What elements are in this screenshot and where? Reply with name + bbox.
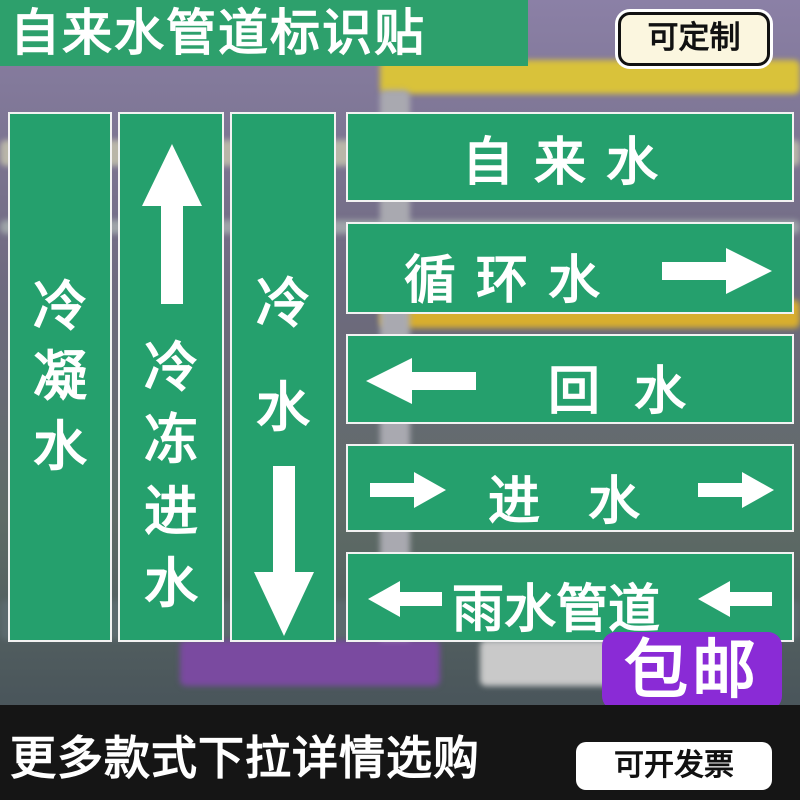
- arrow-down-icon: [254, 466, 314, 636]
- arrow-right-icon: [662, 248, 772, 294]
- arrow-left-icon: [368, 581, 442, 617]
- sign-cold-water: 冷水: [230, 112, 336, 642]
- sign-condensate-label: 冷凝水: [33, 272, 87, 482]
- arrow-left-icon: [366, 358, 476, 404]
- customizable-button[interactable]: 可定制: [618, 12, 770, 66]
- free-shipping-badge: 包邮: [602, 632, 782, 710]
- sign-inlet: 进水: [346, 444, 794, 532]
- sign-character: 冷: [256, 272, 310, 335]
- sign-cold-water-label: 冷水: [232, 252, 334, 460]
- arrow-left-icon: [698, 581, 772, 617]
- sign-inlet-label: 进水: [488, 472, 689, 532]
- sign-tap-water: 自来水: [346, 112, 794, 202]
- sign-circulating-label: 循环水: [404, 251, 621, 311]
- sign-rain-label: 雨水管道: [452, 580, 661, 640]
- page-title: 自来水管道标识贴: [10, 4, 426, 62]
- more-styles-text: 更多款式下拉详情选购: [10, 731, 480, 785]
- sign-condensate: 冷凝水: [8, 112, 112, 642]
- sign-character: 冷: [144, 336, 198, 399]
- invoice-button[interactable]: 可开发票: [576, 742, 772, 790]
- title-banner: 自来水管道标识贴: [0, 0, 528, 66]
- sign-chilled-supply-label: 冷冻进水: [120, 332, 222, 620]
- sign-character: 凝: [33, 345, 87, 408]
- sign-chilled-supply: 冷冻进水: [118, 112, 224, 642]
- sign-return: 回水: [346, 334, 794, 424]
- arrow-up-icon: [142, 144, 202, 304]
- sign-character: 冻: [144, 408, 198, 471]
- sign-character: 冷: [33, 275, 87, 338]
- sign-tap-water-label: 自来水: [461, 132, 678, 193]
- sign-circulating: 循环水: [346, 222, 794, 314]
- arrow-right-icon: [698, 472, 774, 508]
- arrow-right-icon: [370, 472, 446, 508]
- sign-character: 进: [144, 480, 198, 543]
- sign-return-label: 回水: [548, 362, 721, 422]
- sign-character: 水: [144, 552, 198, 615]
- sign-rain: 雨水管道: [346, 552, 794, 642]
- sign-character: 水: [256, 376, 310, 439]
- sign-character: 水: [33, 415, 87, 478]
